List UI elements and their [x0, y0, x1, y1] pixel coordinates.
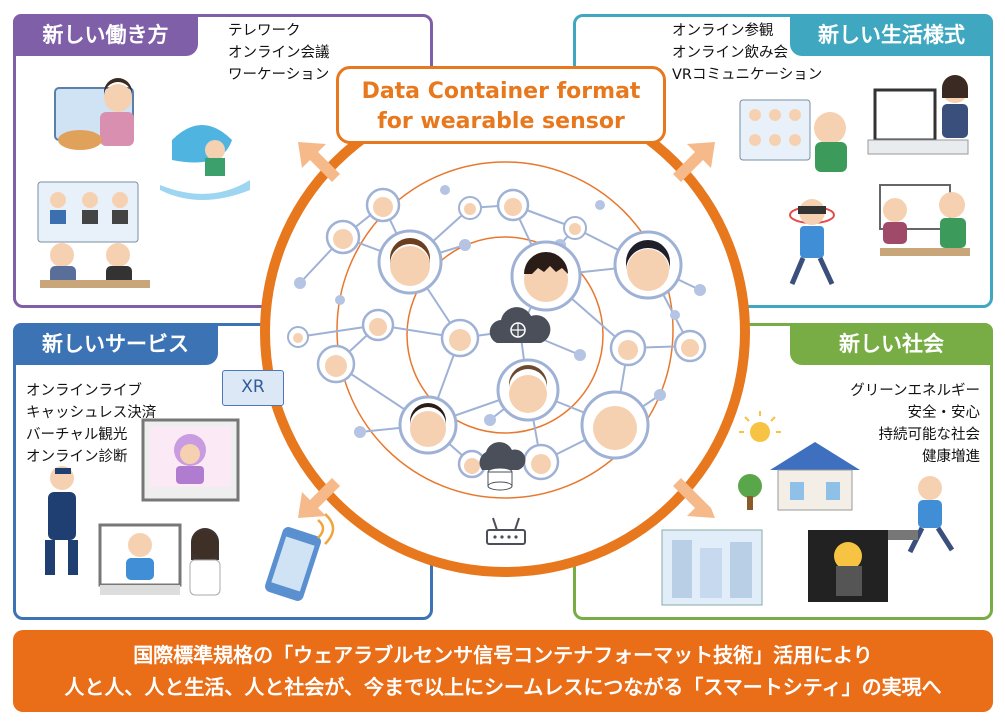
work-item-list: テレワーク オンライン会議 ワーケーション	[228, 20, 330, 86]
work-illustrations	[37, 78, 250, 288]
list-item: オンライン会議	[228, 45, 330, 61]
center-title-box: Data Container format for wearable senso…	[336, 66, 666, 144]
middle-ring	[336, 161, 674, 499]
list-item: 健康増進	[922, 449, 980, 465]
bottom-banner: 国際標準規格の「ウェアラブルセンサ信号コンテナフォーマット技術」活用により 人と…	[13, 630, 993, 712]
tab-new-lifestyle: 新しい生活様式	[790, 14, 993, 56]
banner-line1: 国際標準規格の「ウェアラブルセンサ信号コンテナフォーマット技術」活用により	[133, 643, 873, 667]
tab-new-services: 新しいサービス	[13, 323, 218, 365]
list-item: オンラインライブ	[26, 383, 142, 399]
list-item: グリーンエネルギー	[850, 383, 980, 399]
center-title-line1: Data Container format	[361, 79, 641, 104]
cloud-icon	[489, 307, 551, 343]
router-icon	[486, 517, 526, 545]
services-illustrations	[45, 418, 335, 601]
center-title-line2: for wearable sensor	[377, 109, 625, 134]
list-item: オンライン飲み会	[672, 45, 788, 61]
list-item: 安全・安心	[907, 405, 981, 421]
person-avatar-icon	[287, 187, 707, 481]
services-item-list: オンラインライブ キャッシュレス決済 バーチャル観光 オンライン診断	[26, 380, 156, 468]
society-item-list: グリーンエネルギー 安全・安心 持続可能な社会 健康増進	[820, 380, 980, 468]
list-item: キャッシュレス決済	[26, 405, 157, 421]
tab-new-work: 新しい働き方	[13, 14, 198, 56]
inner-ring	[406, 236, 604, 434]
list-item: ワーケーション	[228, 67, 330, 83]
life-illustrations	[739, 75, 970, 286]
lifestyle-item-list: オンライン参観 オンライン飲み会 VRコミュニケーション	[672, 20, 822, 86]
list-item: オンライン参観	[672, 23, 774, 39]
corner-arrows	[298, 142, 715, 518]
database-icon	[479, 442, 526, 491]
list-item: テレワーク	[228, 23, 301, 39]
list-item: VRコミュニケーション	[672, 67, 823, 83]
list-item: オンライン診断	[26, 449, 128, 465]
xr-badge: XR	[222, 370, 284, 406]
list-item: バーチャル観光	[26, 427, 128, 443]
banner-line2: 人と人、人と生活、人と社会が、今まで以上にシームレスにつながる「スマートシティ」…	[64, 675, 942, 699]
tab-new-society: 新しい社会	[790, 323, 993, 365]
list-item: 持続可能な社会	[878, 427, 981, 443]
society-illustrations	[661, 411, 955, 606]
